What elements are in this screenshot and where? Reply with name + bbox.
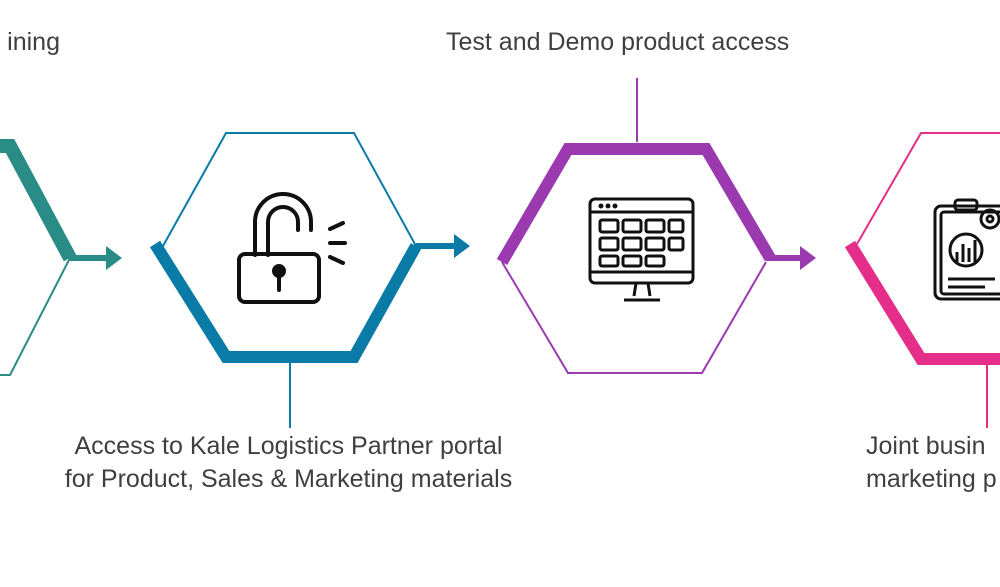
step-label-partner-portal: Access to Kale Logistics Partner portal … [36,430,541,496]
step-label-joint-line2: marketing p [866,465,997,493]
step-label-training: ining [0,26,60,59]
step-label-joint-marketing: Joint busin marketing p [866,430,997,496]
step-label-training-text: ining [7,28,60,56]
step-label-demo-access: Test and Demo product access [446,26,789,59]
arrow-head [800,246,816,270]
step-label-demo-access-text: Test and Demo product access [446,28,790,56]
step-label-portal-line1: Access to Kale Logistics Partner portal [74,432,503,460]
hexagon-step-joint [844,132,1000,428]
padlock-unlocked-icon [237,192,347,304]
step-label-joint-line1: Joint busin [866,432,986,460]
hexagon-step-training [0,139,122,376]
hexagon-step-portal [149,132,470,428]
arrow-head [454,234,470,258]
report-chart-icon [933,198,1000,301]
hexagon-step-demo [496,78,816,374]
monitor-grid-icon [588,197,695,302]
step-label-portal-line2: for Product, Sales & Marketing materials [64,465,513,493]
arrow-head [106,246,122,270]
